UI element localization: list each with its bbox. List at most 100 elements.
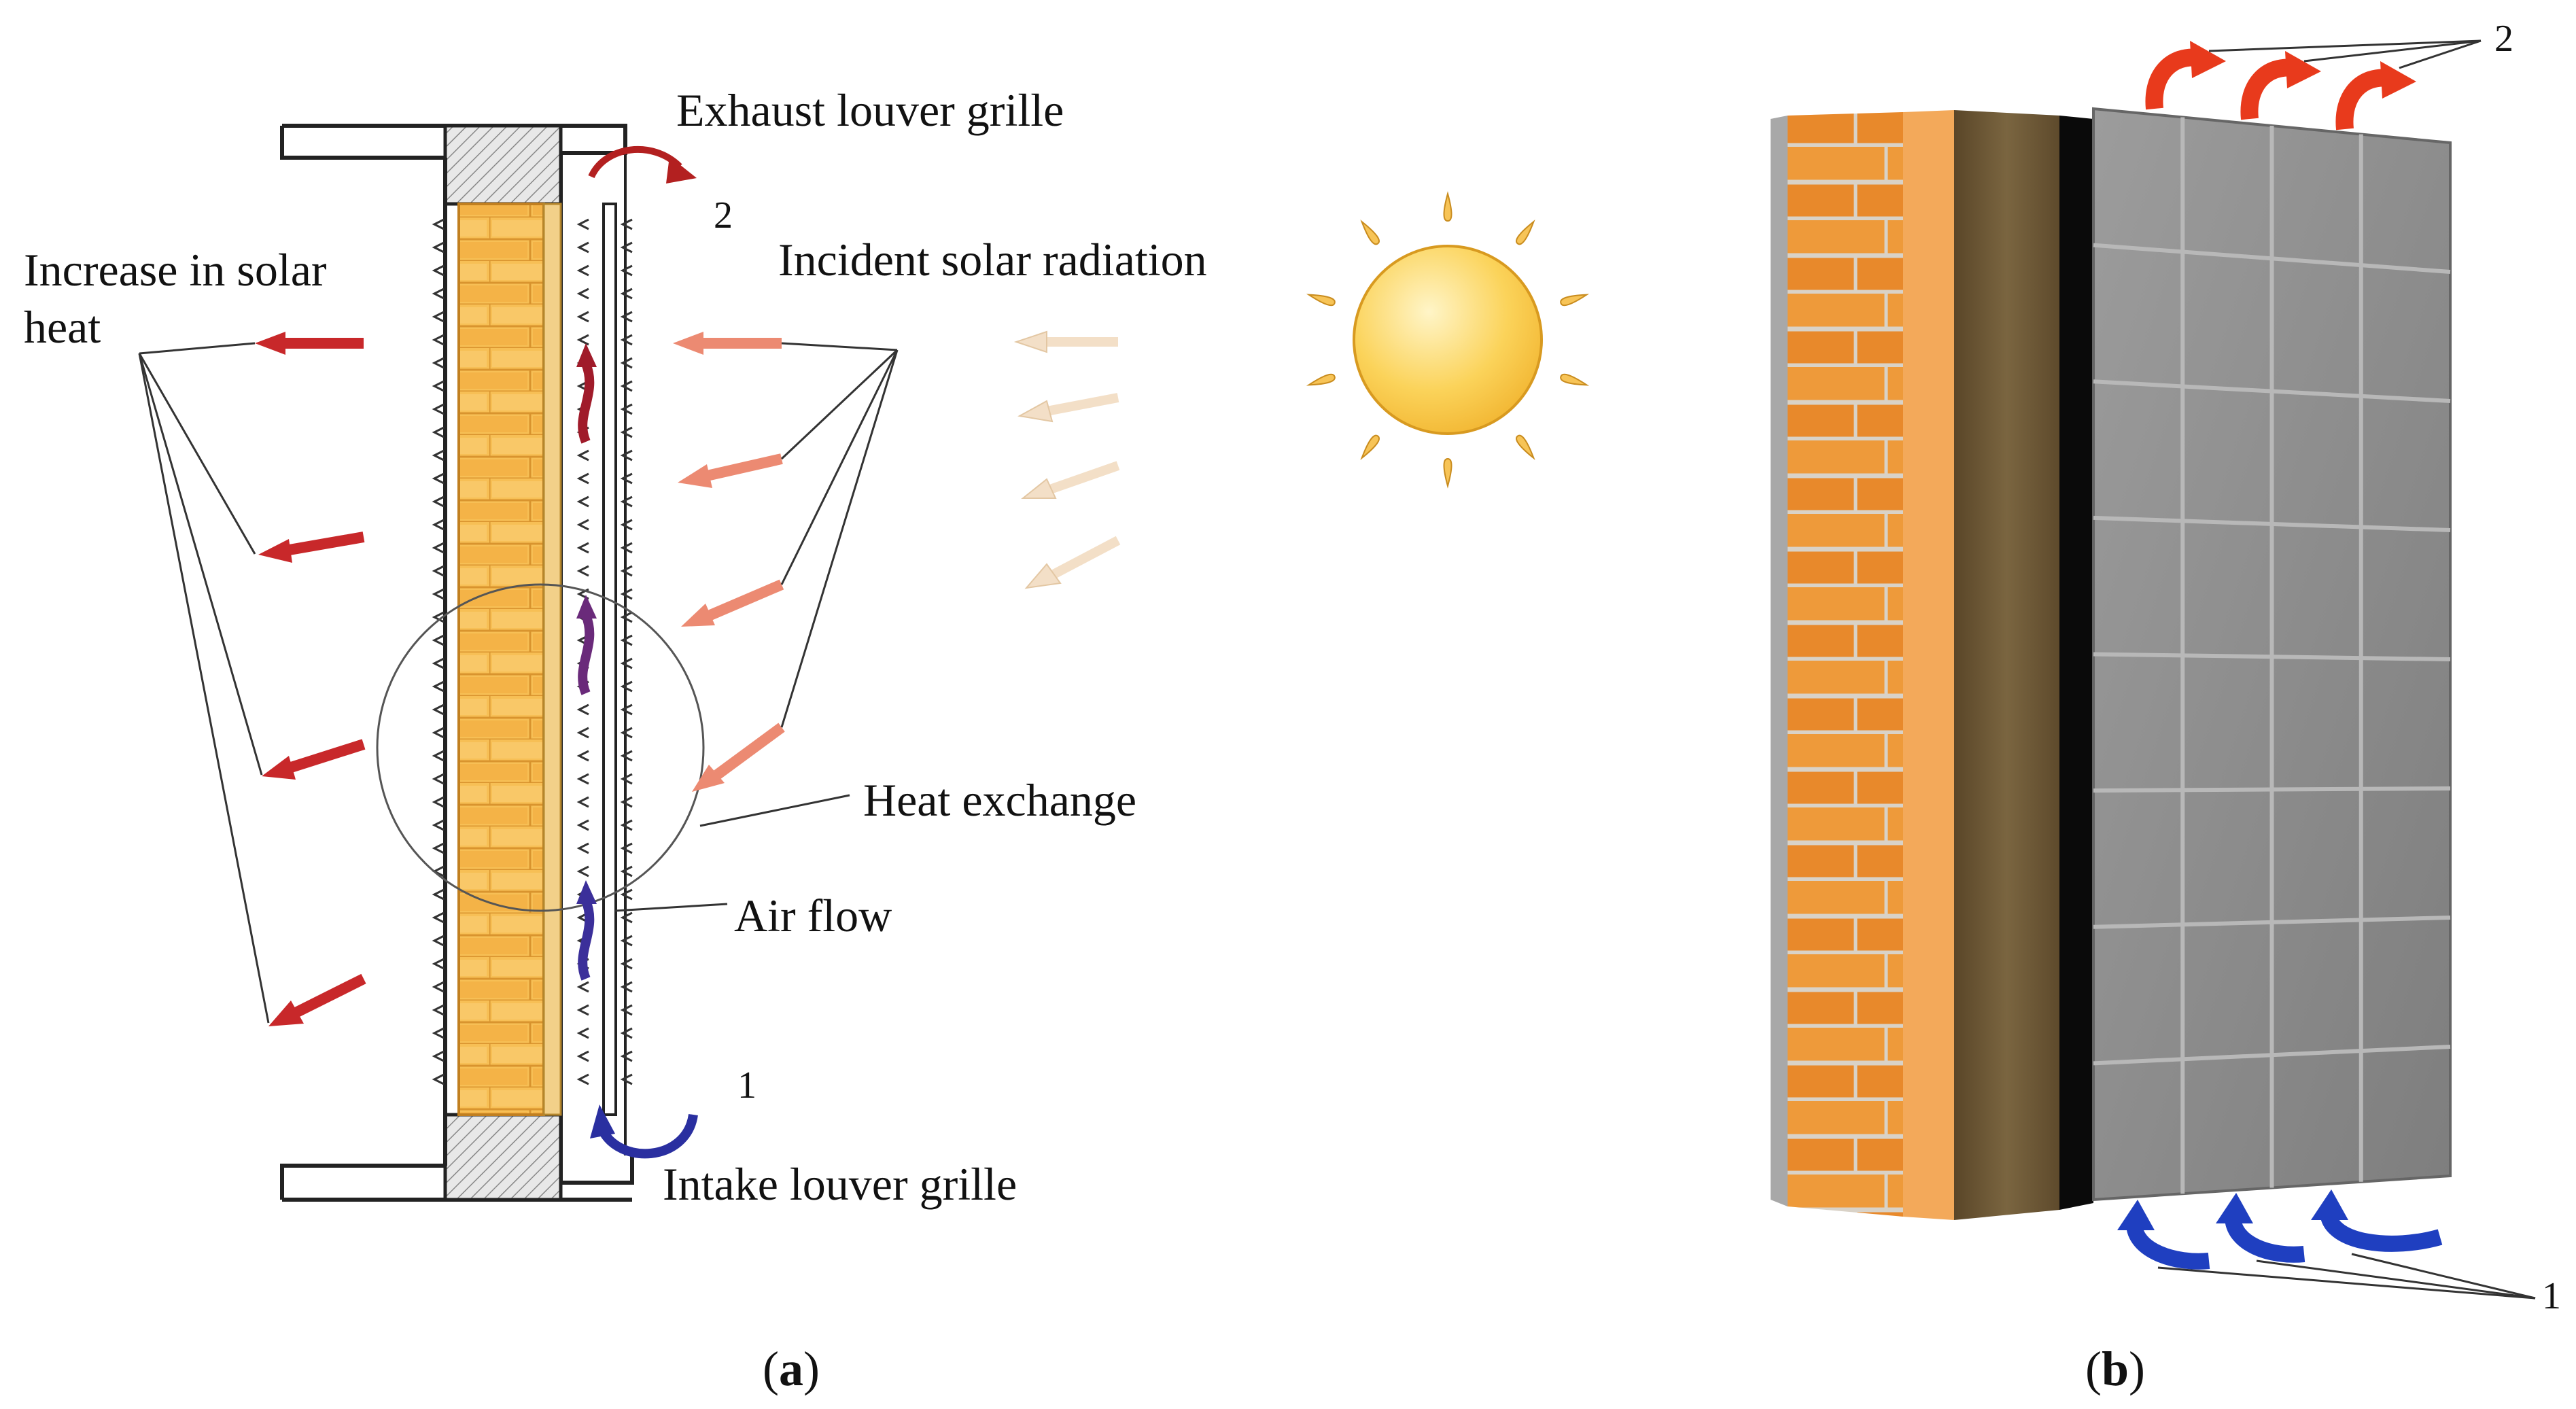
- heat-tick: [620, 1050, 633, 1062]
- heat-tick: [432, 334, 445, 346]
- heat-tick: [432, 1004, 445, 1016]
- heat-tick: [432, 565, 445, 577]
- heat-tick: [620, 1027, 633, 1039]
- sun-ray: [1306, 373, 1336, 386]
- heat-tick: [576, 334, 589, 346]
- exhaust-louver-label: Exhaust louver grille: [676, 84, 1064, 136]
- heat-tick: [432, 588, 445, 600]
- heat-tick: [576, 241, 589, 254]
- heat-tick: [620, 842, 633, 854]
- heat-tick: [432, 1050, 445, 1062]
- heat-tick: [576, 819, 589, 831]
- tile-joint-horizontal: [2093, 1045, 2451, 1066]
- heat-tick: [620, 865, 633, 877]
- heat-tick: [432, 680, 445, 693]
- tile-joint-horizontal: [2093, 243, 2451, 274]
- heat-tick: [576, 750, 589, 762]
- caption-a: (a): [763, 1342, 820, 1396]
- heat-tick: [620, 218, 633, 230]
- exhaust-number-label-b: 2: [2494, 18, 2513, 60]
- brick-wall-b-side: [1788, 112, 1903, 1217]
- airflow-arrow-3: [578, 899, 595, 981]
- heat-tick: [432, 311, 445, 323]
- solar-heat-arrow-1: [255, 332, 364, 355]
- sun-icon: [1306, 191, 1590, 489]
- heat-tick: [576, 703, 589, 716]
- radiation-arrow-4: [692, 723, 785, 792]
- heat-tick: [432, 750, 445, 762]
- heat-tick: [620, 403, 633, 415]
- intake-flow-arrow-2: [2216, 1193, 2305, 1263]
- airflow-arrowhead-2: [576, 595, 597, 619]
- solar-heat-arrow-3: [262, 739, 366, 780]
- heat-tick: [620, 1073, 633, 1085]
- heat-tick: [620, 542, 633, 554]
- heat-tick-marks-outer: [576, 218, 633, 1085]
- radiation-arrow-2: [678, 453, 783, 488]
- heat-tick: [432, 842, 445, 854]
- solar-heat-arrow-4: [268, 973, 366, 1026]
- heat-tick: [432, 449, 445, 462]
- heat-tick: [432, 634, 445, 646]
- heat-tick: [432, 888, 445, 901]
- heat-tick: [576, 773, 589, 785]
- heat-tick: [620, 727, 633, 739]
- heat-tick: [432, 727, 445, 739]
- heat-tick: [620, 264, 633, 277]
- heat-tick-marks-inner: [432, 218, 445, 1085]
- sun-ray-arrow-2: [1017, 393, 1119, 423]
- heat-tick: [620, 241, 633, 254]
- airflow-arrow-2: [578, 613, 595, 695]
- heat-tick: [432, 796, 445, 808]
- radiation-arrow-3: [681, 579, 784, 627]
- heat-tick: [620, 565, 633, 577]
- incident-radiation-label: Incident solar radiation: [778, 234, 1207, 285]
- sun-ray-arrow-3: [1021, 461, 1120, 499]
- heat-tick: [576, 796, 589, 808]
- heat-tick: [576, 472, 589, 485]
- heat-tick: [576, 288, 589, 300]
- air-gap: [2059, 116, 2093, 1210]
- heat-tick: [620, 288, 633, 300]
- caption-b: (b): [2085, 1342, 2145, 1396]
- heat-tick: [620, 426, 633, 438]
- heat-tick: [620, 334, 633, 346]
- heat-tick: [432, 958, 445, 970]
- solar-heat-label-line1: Increase in solar: [24, 244, 327, 296]
- heat-tick: [620, 796, 633, 808]
- heat-tick: [576, 865, 589, 877]
- incident-radiation-arrows: [673, 332, 785, 792]
- sun-ray: [1516, 434, 1535, 460]
- exhaust-flow-arrows: [2145, 41, 2416, 131]
- heat-tick: [432, 773, 445, 785]
- heat-tick: [576, 1073, 589, 1085]
- cladding-tile-grid: [2093, 117, 2451, 1194]
- heat-tick: [576, 449, 589, 462]
- heat-exchange-circle: [376, 583, 705, 912]
- sun-ray-arrows: [1013, 330, 1121, 589]
- bottom-slab: [280, 1113, 632, 1202]
- heat-tick: [576, 981, 589, 993]
- heat-tick: [620, 611, 633, 623]
- tile-joint-horizontal: [2093, 379, 2451, 403]
- heat-tick: [432, 241, 445, 254]
- sun-ray: [1360, 434, 1380, 460]
- heat-tick: [576, 218, 589, 230]
- brick-wall: [457, 203, 545, 1116]
- heat-tick: [620, 472, 633, 485]
- heat-tick: [620, 750, 633, 762]
- intake-flow-arrows: [2117, 1189, 2443, 1270]
- radiation-arrow-1: [673, 332, 782, 355]
- exhaust-flow-arrow-1: [2145, 41, 2226, 110]
- air-flow-label: Air flow: [734, 890, 892, 941]
- heat-tick: [432, 403, 445, 415]
- heat-tick: [620, 588, 633, 600]
- heat-tick: [620, 495, 633, 508]
- insulation-strip: [542, 203, 562, 1116]
- leader-lines: [138, 342, 899, 1024]
- solar-heat-arrows: [255, 332, 366, 1026]
- heat-exchange-label: Heat exchange: [863, 774, 1136, 826]
- heat-tick: [620, 357, 633, 369]
- brick-wall-b-face: [1903, 110, 1954, 1220]
- intake-number-label: 1: [737, 1064, 756, 1107]
